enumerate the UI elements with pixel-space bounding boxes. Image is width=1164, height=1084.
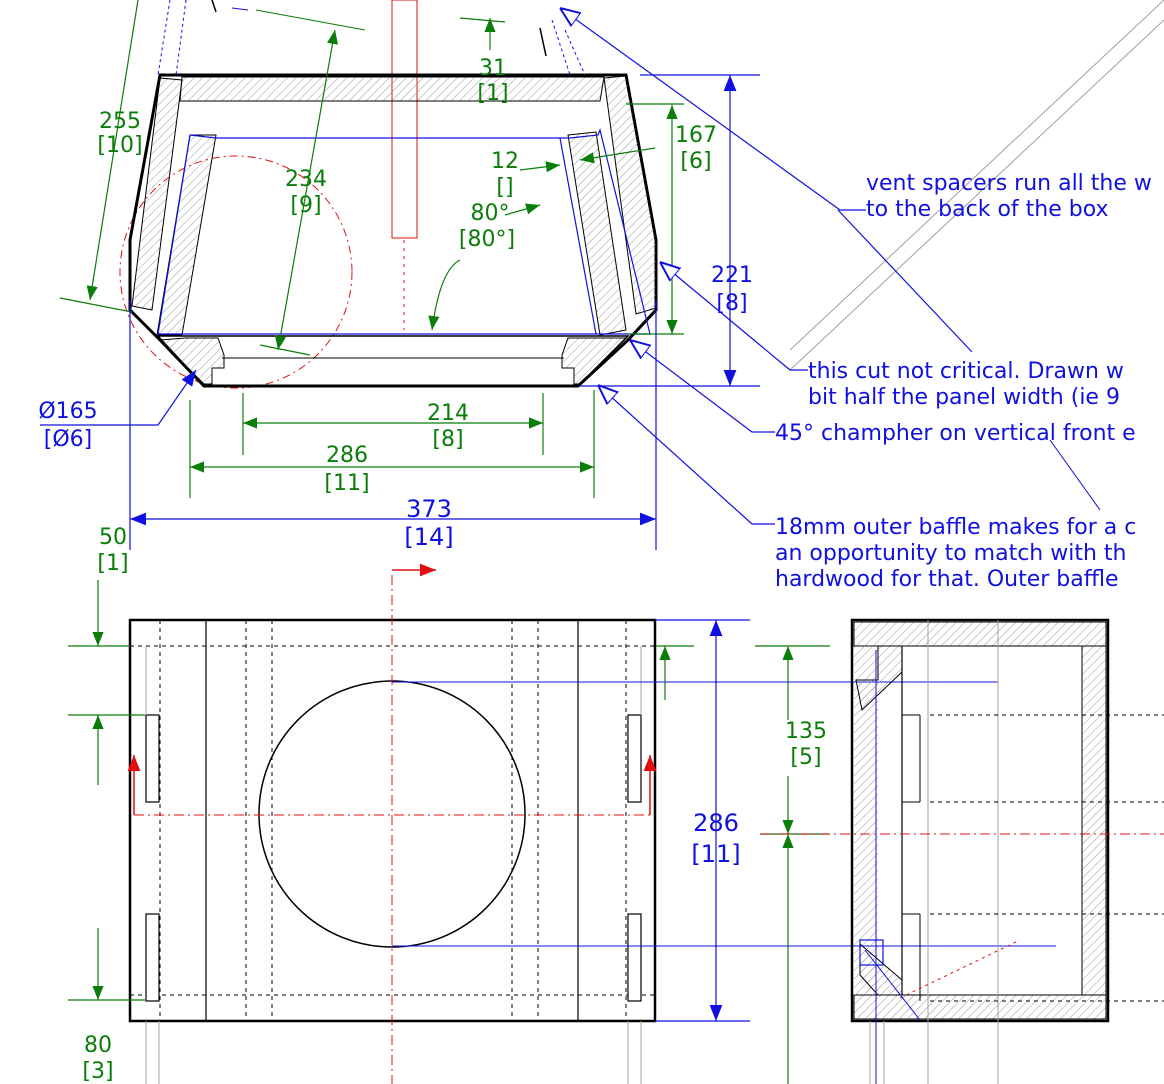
angle-80-in: [80°]: [459, 227, 515, 252]
dim-286: 286: [326, 443, 368, 468]
dim-dia-in: [Ø6]: [44, 427, 92, 452]
side-panel: [850, 618, 1110, 1023]
front-baffle: [156, 335, 630, 387]
top-view-labels: 31 [1] 255 [10] 234 [9] 12 [] 80° [80°] …: [38, 56, 753, 551]
angle-80: 80°: [471, 201, 510, 226]
dim-135-in: [5]: [790, 745, 821, 770]
dim-31-in: [1]: [477, 81, 508, 106]
note-chamfer: 45° champher on vertical front e: [775, 421, 1136, 446]
right-vent-spacer: [567, 131, 627, 336]
front-view-labels: 50 [1] 80 [3] 286 [11] 135 [5]: [82, 525, 827, 1084]
baffle-lip-left: [158, 337, 225, 385]
dim-221-in: [8]: [716, 291, 747, 316]
notes: vent spacers run all the w to the back o…: [775, 171, 1152, 592]
dim-12-in: []: [496, 175, 513, 200]
dim-234: 234: [285, 167, 327, 192]
top-view-dimensions: [59, 0, 684, 498]
dim-286-front-in: [11]: [691, 840, 740, 868]
baffle-lip-right: [561, 337, 628, 385]
dim-255-in: [10]: [97, 133, 142, 158]
driver-clearance-circle: [119, 155, 353, 389]
dim-80-in: [3]: [82, 1059, 113, 1084]
dim-31: 31: [479, 56, 507, 81]
dim-dia: Ø165: [38, 399, 97, 424]
dim-373-in: [14]: [404, 523, 453, 551]
dim-12: 12: [491, 149, 519, 174]
note-cut-2: bit half the panel width (ie 9: [808, 385, 1120, 410]
dim-214: 214: [427, 401, 469, 426]
top-view-blue-dimensions: [40, 8, 973, 550]
back-panel-hatch: [179, 76, 605, 102]
note-baffle-2: an opportunity to match with th: [775, 541, 1126, 566]
note-cut-1: this cut not critical. Drawn w: [808, 359, 1124, 384]
note-vent-2: to the back of the box: [866, 197, 1109, 222]
dim-373: 373: [406, 495, 452, 523]
dim-255: 255: [99, 109, 141, 134]
dim-286-front: 286: [693, 809, 739, 837]
dim-221: 221: [711, 263, 753, 288]
dim-167-in: [6]: [680, 149, 711, 174]
front-view: [127, 563, 1056, 1084]
dim-50: 50: [99, 525, 127, 550]
right-panel-hatch: [603, 75, 657, 315]
dim-167: 167: [675, 123, 717, 148]
note-baffle-1: 18mm outer baffle makes for a c: [775, 515, 1136, 540]
note-vent-1: vent spacers run all the w: [866, 171, 1152, 196]
front-view-dimensions: [68, 580, 830, 1084]
note-baffle-3: hardwood for that. Outer baffle: [775, 567, 1119, 592]
dim-286-in: [11]: [324, 471, 369, 496]
dim-50-in: [1]: [97, 551, 128, 576]
side-view: [760, 618, 1164, 1084]
dim-80: 80: [84, 1033, 112, 1058]
dim-135: 135: [785, 719, 827, 744]
center-strip: [391, 0, 418, 239]
dim-214-in: [8]: [432, 427, 463, 452]
left-panel-hatch: [131, 77, 183, 311]
dim-234-in: [9]: [290, 193, 321, 218]
